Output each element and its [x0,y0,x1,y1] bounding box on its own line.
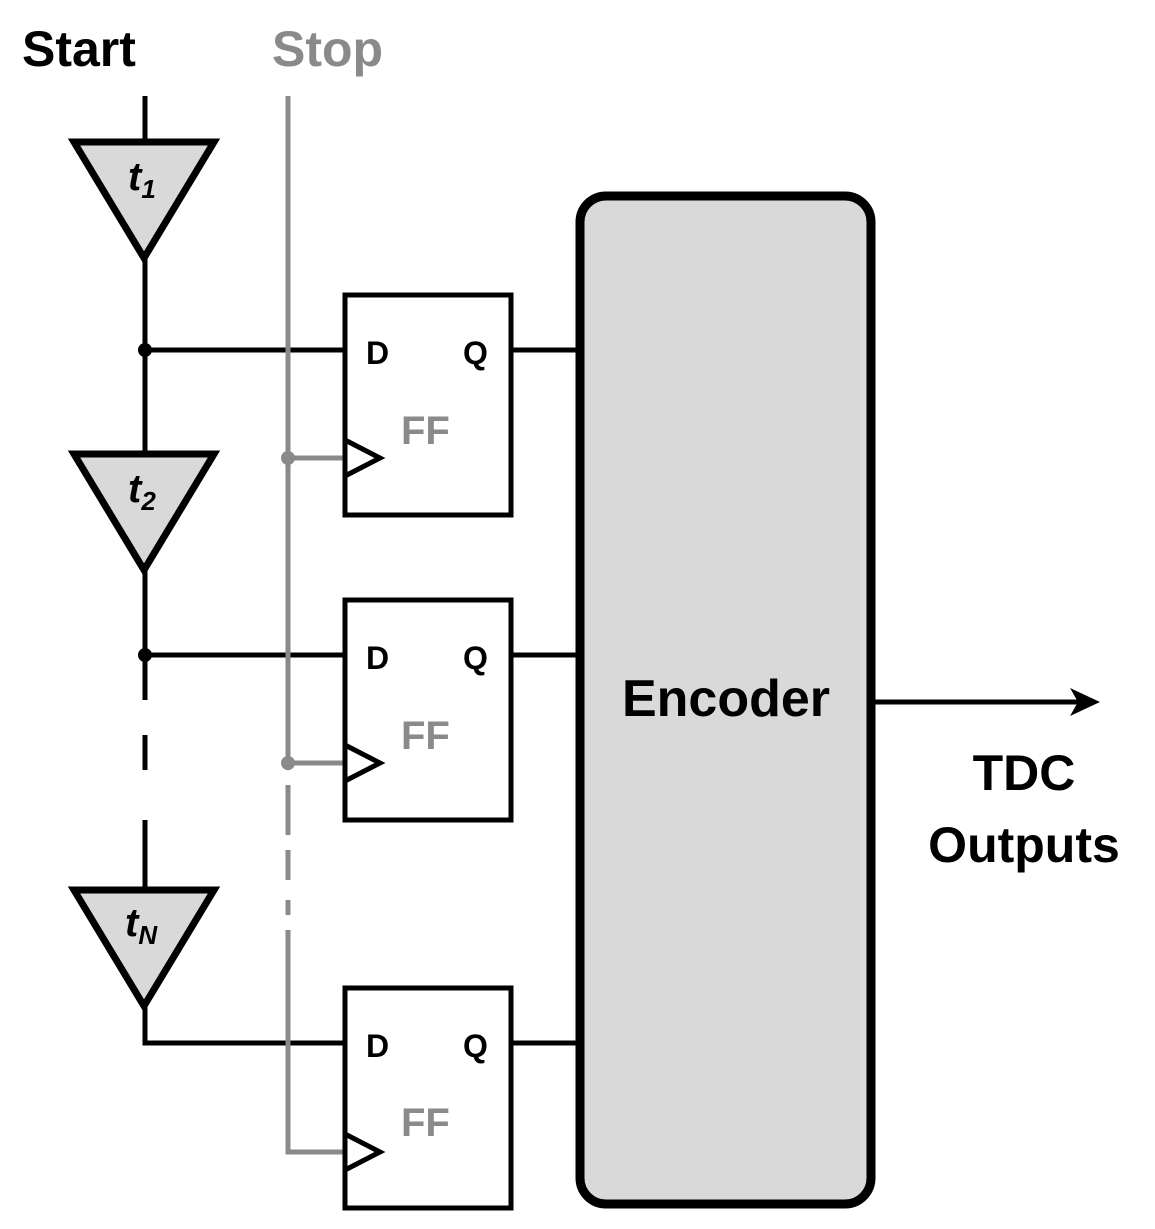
ff-label: FF [401,1101,450,1145]
d-pin-label: D [366,640,389,676]
output-label-line2: Outputs [928,817,1120,873]
flip-flop-2: D Q FF [342,597,514,823]
q-pin-label: Q [463,1028,488,1064]
delay-buffer-1: t1 [67,138,221,265]
encoder-block: Encoder [575,191,876,1209]
junction-dot [138,648,152,662]
d-pin-label: D [366,335,389,371]
output-arrow [875,688,1100,716]
start-label: Start [22,21,136,77]
svg-text:t1: t1 [128,155,156,204]
svg-text:t2: t2 [128,467,156,516]
delay-symbol: t [128,155,143,199]
delay-subscript: 2 [140,486,156,516]
junction-dot [138,343,152,357]
q-output-wires [511,347,580,1046]
output-label-line1: TDC [973,745,1076,801]
delay-symbol: t [125,901,140,945]
stop-junction-dot [281,451,295,465]
start-chain [142,96,345,1046]
q-pin-label: Q [463,640,488,676]
q-pin-label: Q [463,335,488,371]
d-pin-label: D [366,1028,389,1064]
stop-label: Stop [272,21,383,77]
encoder-label: Encoder [622,670,830,728]
ff-label: FF [401,714,450,758]
delay-subscript: 1 [141,174,155,204]
delay-buffer-n: tN [67,886,221,1013]
delay-buffer-2: t2 [67,450,221,577]
ff-label: FF [401,409,450,453]
delay-symbol: t [128,467,143,511]
flip-flop-1: D Q FF [342,292,514,518]
stop-junction-dot [281,756,295,770]
delay-subscript: N [138,920,158,950]
flip-flop-n: D Q FF [342,985,514,1211]
stop-line [285,96,345,1155]
svg-text:tN: tN [125,901,158,950]
